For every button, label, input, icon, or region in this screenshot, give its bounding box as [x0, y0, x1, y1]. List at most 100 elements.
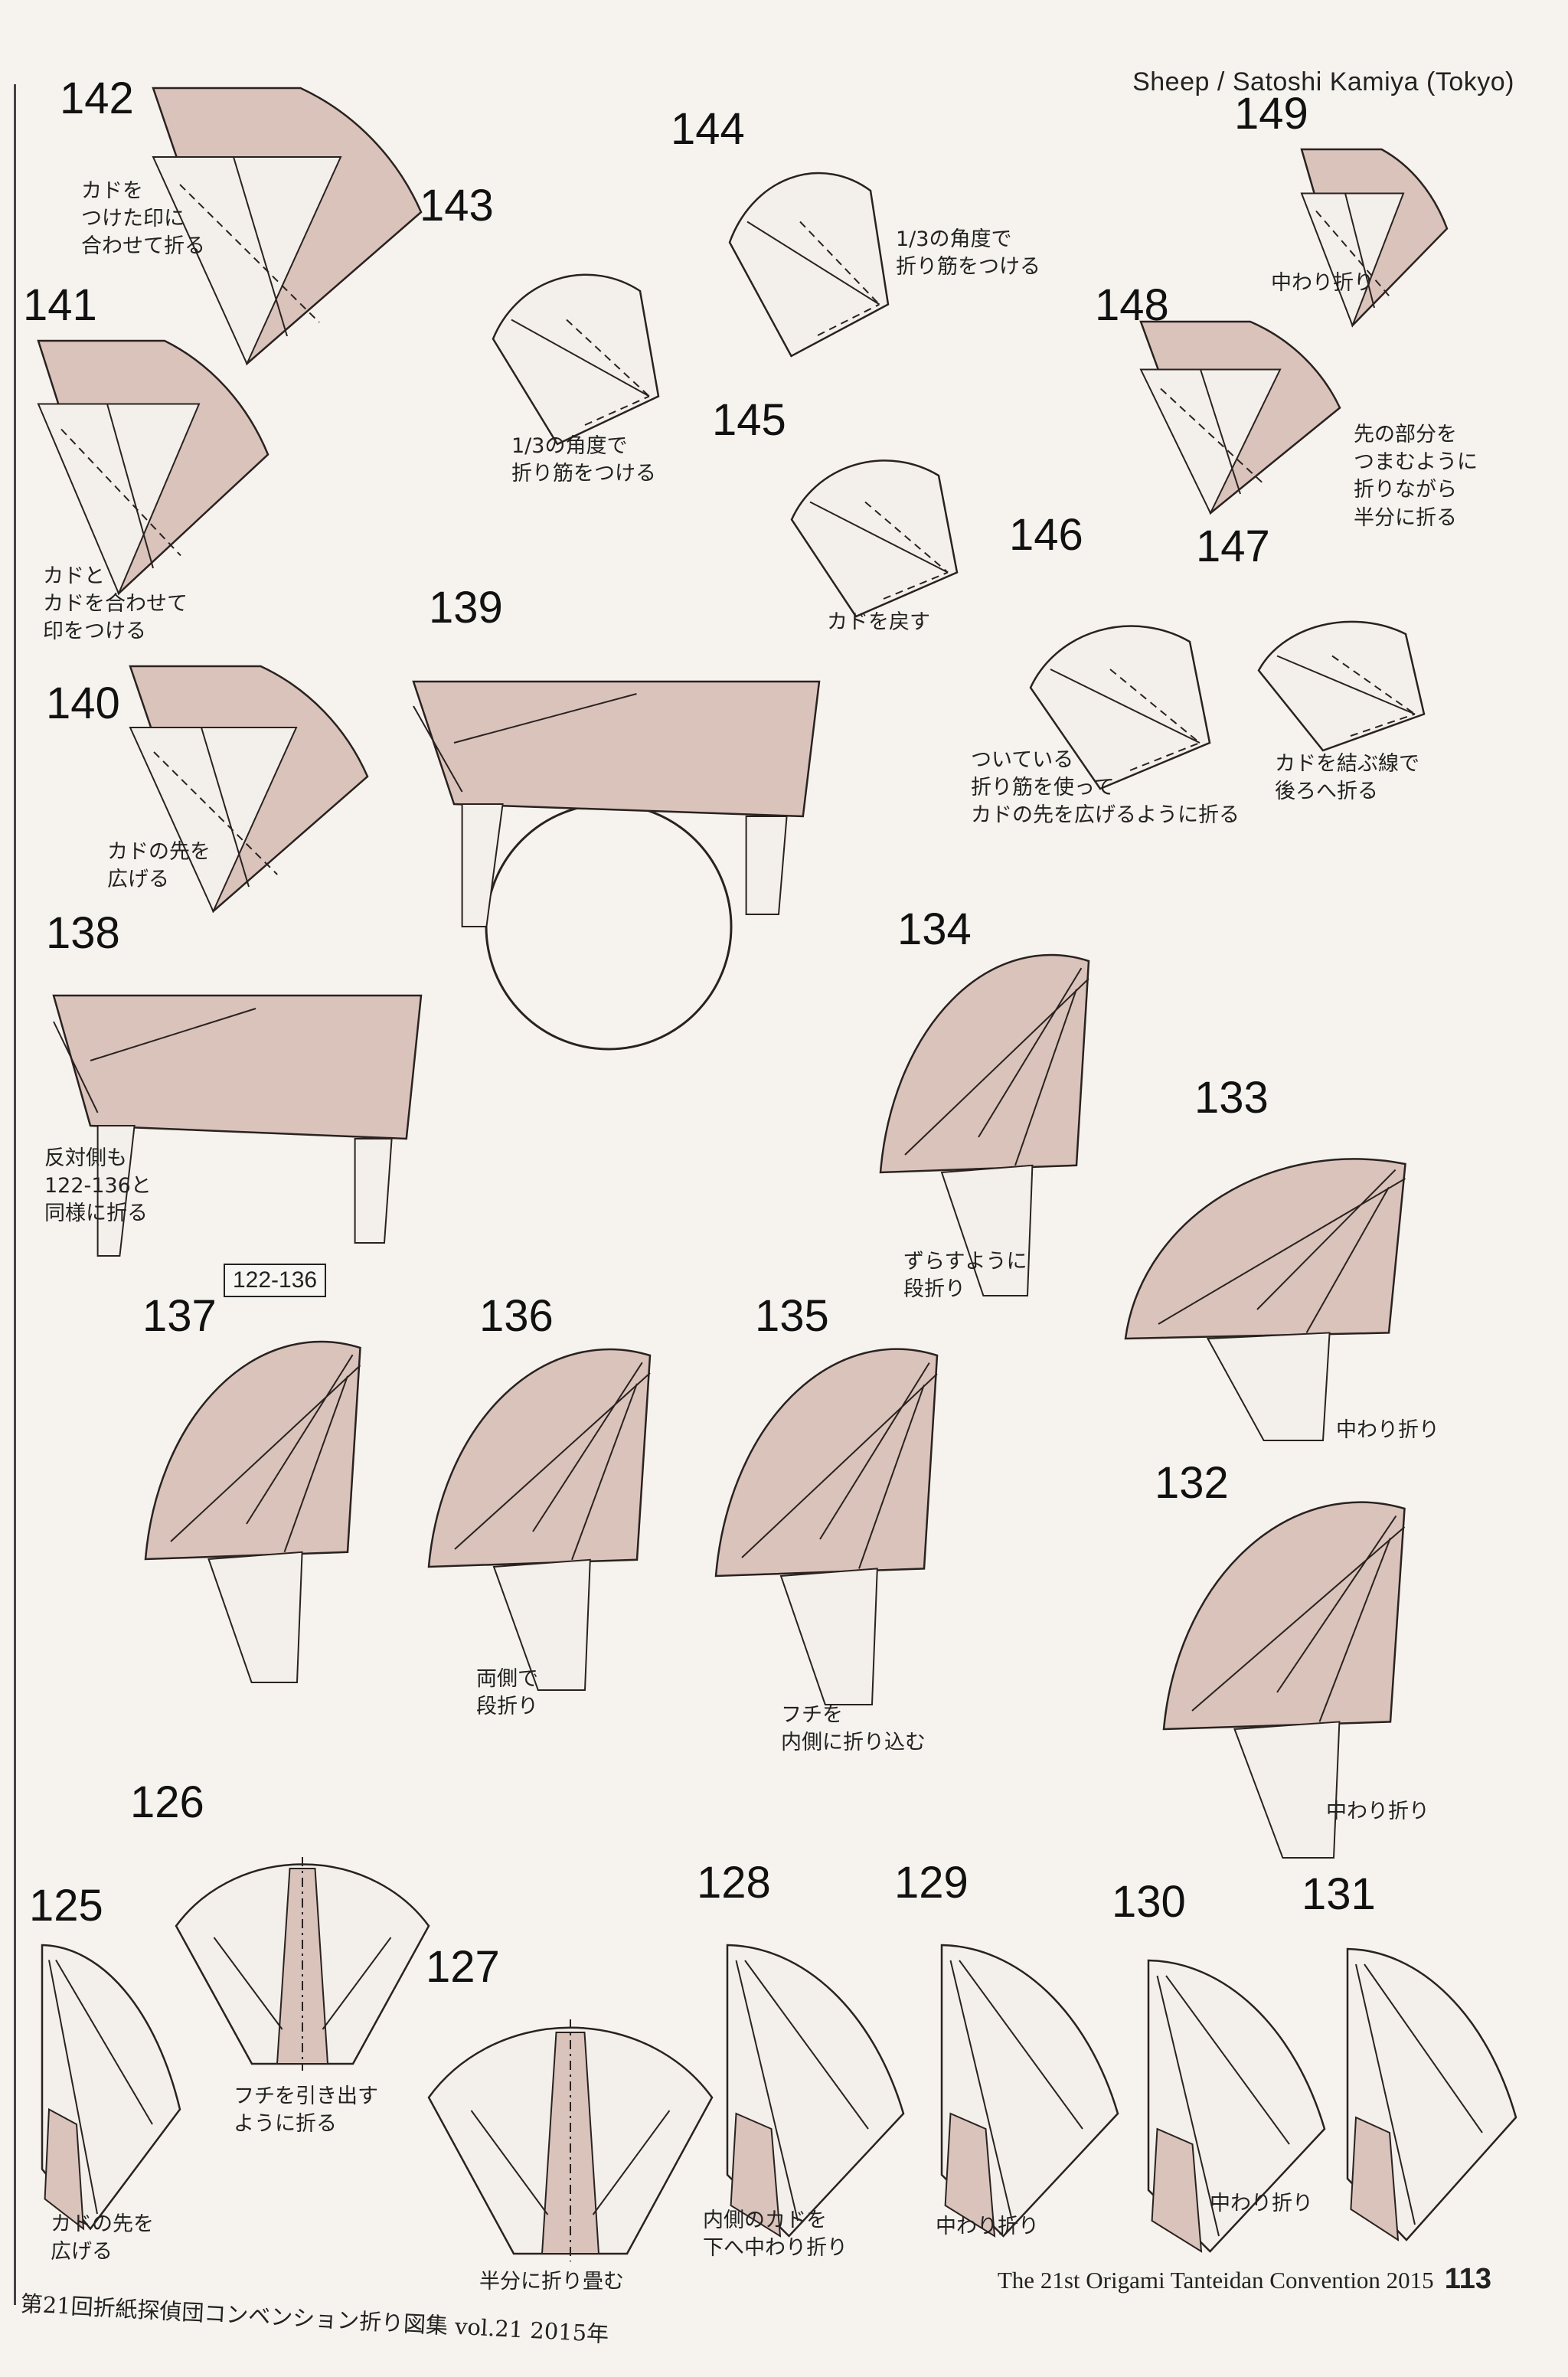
instruction-line: 折りながら	[1354, 476, 1478, 504]
origami-diagram-148	[1141, 322, 1340, 513]
paper-shape	[54, 996, 421, 1139]
instruction-line: 広げる	[51, 2238, 154, 2266]
step-number-129: 129	[894, 1861, 969, 1905]
step-instruction-144: 1/3の角度で折り筋をつける	[896, 226, 1040, 281]
instruction-line: 内側のカドを	[703, 2207, 848, 2235]
paper-shape	[145, 1342, 361, 1559]
instruction-line: ついている	[971, 747, 1240, 774]
reference-box: 122-136	[224, 1264, 326, 1297]
step-instruction-141: カドとカドを合わせて印をつける	[43, 563, 188, 646]
paper-shape	[730, 173, 888, 356]
instruction-line: ずらすように	[903, 1248, 1027, 1276]
instruction-line: カドを合わせて	[43, 590, 188, 618]
step-number-138: 138	[46, 911, 120, 956]
step-instruction-146: ついている折り筋を使ってカドの先を広げるように折る	[971, 747, 1240, 830]
step-instruction-129: 中わり折り	[936, 2213, 1039, 2241]
step-instruction-143: 1/3の角度で折り筋をつける	[511, 433, 656, 488]
instruction-line: 広げる	[107, 866, 211, 894]
step-number-149: 149	[1234, 92, 1308, 136]
paper-shape	[1164, 1502, 1405, 1729]
step-instruction-125: カドの先を広げる	[51, 2211, 154, 2266]
instruction-line: 折り筋を使って	[971, 774, 1240, 802]
instruction-line: カドの先を	[107, 839, 211, 866]
step-instruction-128: 内側のカドを下へ中わり折り	[703, 2207, 848, 2262]
instruction-line: 内側に折り込む	[781, 1729, 926, 1757]
instruction-line: 両側で	[476, 1666, 538, 1693]
instruction-line: 折り筋をつける	[511, 460, 656, 488]
instruction-line: 同様に折る	[44, 1200, 152, 1228]
origami-diagram-136	[429, 1349, 650, 1690]
step-number-140: 140	[46, 682, 120, 726]
step-instruction-136: 両側で段折り	[476, 1666, 538, 1721]
paper-shape	[493, 275, 658, 444]
zoom-circle	[486, 804, 731, 1049]
instruction-line: 中わり折り	[936, 2213, 1039, 2241]
instruction-line: 1/3の角度で	[511, 433, 656, 460]
step-number-143: 143	[420, 184, 494, 228]
instruction-line: 中わり折り	[1210, 2190, 1313, 2218]
origami-diagram-126	[176, 1857, 429, 2071]
instruction-line: 段折り	[903, 1276, 1027, 1303]
instruction-line: カドを	[81, 178, 205, 205]
step-instruction-145: カドを戻す	[827, 609, 930, 636]
instruction-line: 下へ中わり折り	[703, 2235, 848, 2262]
paper-leg	[462, 804, 503, 927]
page-number: 113	[1445, 2263, 1491, 2295]
origami-diagram-137	[145, 1342, 361, 1682]
step-number-144: 144	[671, 107, 745, 152]
step-number-133: 133	[1194, 1076, 1269, 1120]
instruction-line: カドを戻す	[827, 609, 930, 636]
origami-diagram-139	[413, 682, 819, 927]
step-instruction-134: ずらすように段折り	[903, 1248, 1027, 1303]
instruction-line: 先の部分を	[1354, 421, 1478, 449]
instruction-line: カドの先を	[51, 2211, 154, 2238]
origami-diagram-135	[716, 1349, 937, 1705]
instruction-line: 中わり折り	[1271, 270, 1374, 297]
paper-leg	[1208, 1332, 1330, 1440]
instruction-line: 折り筋をつける	[896, 253, 1040, 281]
instruction-line: ように折る	[234, 2111, 378, 2138]
step-instruction-135: フチを内側に折り込む	[781, 1702, 926, 1757]
paper-shape	[716, 1349, 937, 1576]
step-number-127: 127	[426, 1945, 500, 1990]
instruction-line: 中わり折り	[1326, 1798, 1429, 1826]
origami-diagram-145	[792, 460, 957, 616]
origami-diagram-141	[38, 341, 268, 593]
step-number-136: 136	[479, 1294, 554, 1339]
step-number-147: 147	[1196, 525, 1270, 569]
instruction-line: 半分に折る	[1354, 505, 1478, 532]
paper-shape	[413, 682, 819, 816]
paper-shape	[880, 955, 1089, 1172]
instruction-line: つまむように	[1354, 449, 1478, 476]
instruction-line: 段折り	[476, 1693, 538, 1721]
paper-shape	[429, 1349, 650, 1567]
step-number-145: 145	[712, 398, 786, 443]
step-number-135: 135	[755, 1294, 829, 1339]
step-number-139: 139	[429, 586, 503, 630]
step-number-130: 130	[1112, 1880, 1186, 1924]
instruction-line: カドの先を広げるように折る	[971, 802, 1240, 829]
step-number-126: 126	[130, 1780, 204, 1825]
step-number-137: 137	[142, 1294, 217, 1339]
step-instruction-148: 先の部分をつまむように折りながら半分に折る	[1354, 421, 1478, 532]
instruction-line: カドと	[43, 563, 188, 590]
paper-leg	[1235, 1721, 1340, 1858]
paper-leg	[781, 1568, 877, 1705]
origami-diagram-125	[42, 1945, 180, 2229]
origami-diagram-129	[942, 1945, 1118, 2236]
paper-leg	[746, 816, 787, 914]
step-instruction-132: 中わり折り	[1326, 1798, 1429, 1826]
footer-convention: The 21st Origami Tanteidan Convention 20…	[998, 2263, 1491, 2296]
instruction-line: 中わり折り	[1336, 1417, 1439, 1444]
origami-diagram-134	[880, 955, 1089, 1296]
paper-leg	[355, 1139, 392, 1243]
step-number-134: 134	[897, 907, 972, 952]
instruction-line: 後ろへ折る	[1275, 778, 1419, 806]
instruction-line: つけた印に	[81, 205, 205, 233]
instruction-line: 印をつける	[43, 618, 188, 646]
step-instruction-140: カドの先を広げる	[107, 839, 211, 894]
step-instruction-149: 中わり折り	[1271, 270, 1374, 297]
paper-shape	[792, 460, 957, 616]
step-number-128: 128	[697, 1861, 771, 1905]
origami-diagram-133	[1125, 1159, 1406, 1440]
